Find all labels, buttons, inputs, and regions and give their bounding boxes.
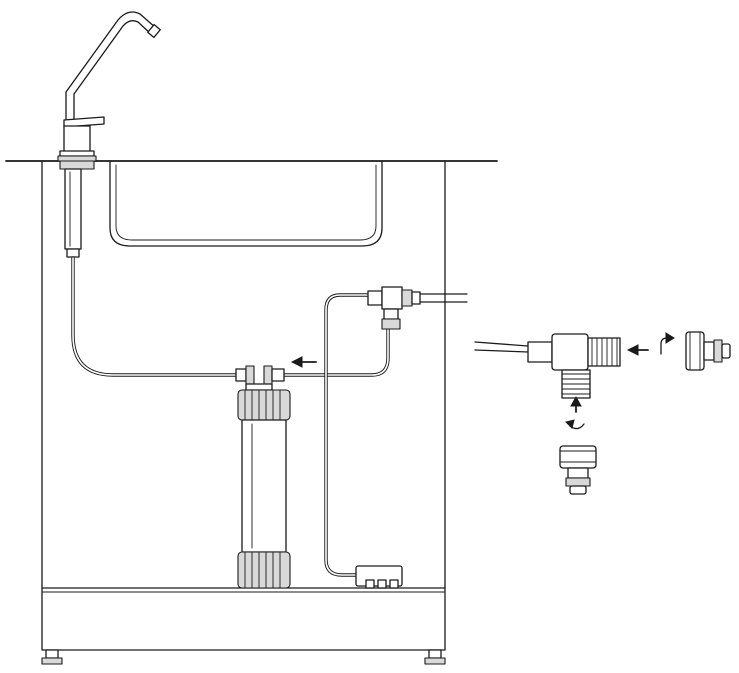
tubing-faucet-to-filter (71, 256, 240, 377)
sink-basin-icon (109, 160, 383, 247)
filter-cartridge-icon (237, 389, 291, 589)
rotate-arrow-icon (565, 419, 585, 430)
supply-pipe (419, 293, 468, 303)
tee-thread-bottom (561, 369, 591, 399)
tee-valve-icon (367, 286, 421, 330)
flow-arrow-icon (290, 356, 317, 368)
cabinet-foot-right (424, 649, 446, 665)
faucet-icon (57, 11, 161, 258)
tubing-valve-to-drain (324, 293, 370, 577)
tee-thread-right (587, 337, 621, 367)
filter-head (235, 365, 285, 391)
tee-detail (474, 333, 621, 399)
tubing-valve-to-filter (282, 326, 390, 377)
flow-arrow-icon (626, 344, 649, 356)
flow-arrow-icon (570, 395, 582, 413)
rotate-arrow-icon (660, 332, 675, 355)
compression-nut-icon (559, 445, 597, 495)
compression-nut-icon (685, 331, 731, 371)
drain-saddle-box (355, 565, 403, 589)
cabinet-foot-left (41, 649, 63, 665)
